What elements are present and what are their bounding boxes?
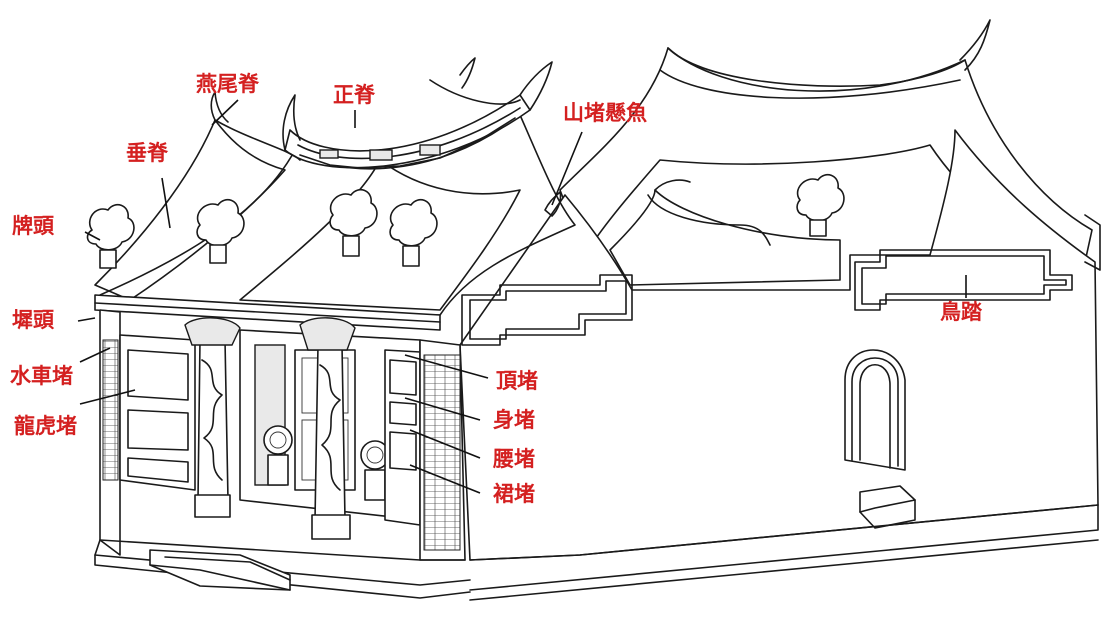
label-chui-ji: 垂脊 <box>126 141 168 165</box>
label-ding-du: 頂堵 <box>496 369 538 393</box>
label-shuiche-du: 水車堵 <box>10 364 73 388</box>
label-qun-du: 裙堵 <box>493 482 535 506</box>
label-shen-du: 身堵 <box>493 408 535 432</box>
dragon-columns <box>184 317 356 540</box>
rear-hall <box>459 19 1101 601</box>
front-hall <box>86 57 845 599</box>
label-niao-ta: 鳥踏 <box>940 300 982 324</box>
leader-lines <box>77 99 967 494</box>
label-yanwei-ji: 燕尾脊 <box>196 72 259 96</box>
label-pai-tou: 牌頭 <box>12 214 54 238</box>
label-shandu-xuanyu: 山堵懸魚 <box>563 101 647 125</box>
paitou-ornaments <box>86 173 845 269</box>
label-longhu-du: 龍虎堵 <box>14 414 77 438</box>
label-wu-tou: 墀頭 <box>12 308 54 332</box>
label-zheng-ji: 正脊 <box>333 83 375 107</box>
label-yao-du: 腰堵 <box>493 447 535 471</box>
